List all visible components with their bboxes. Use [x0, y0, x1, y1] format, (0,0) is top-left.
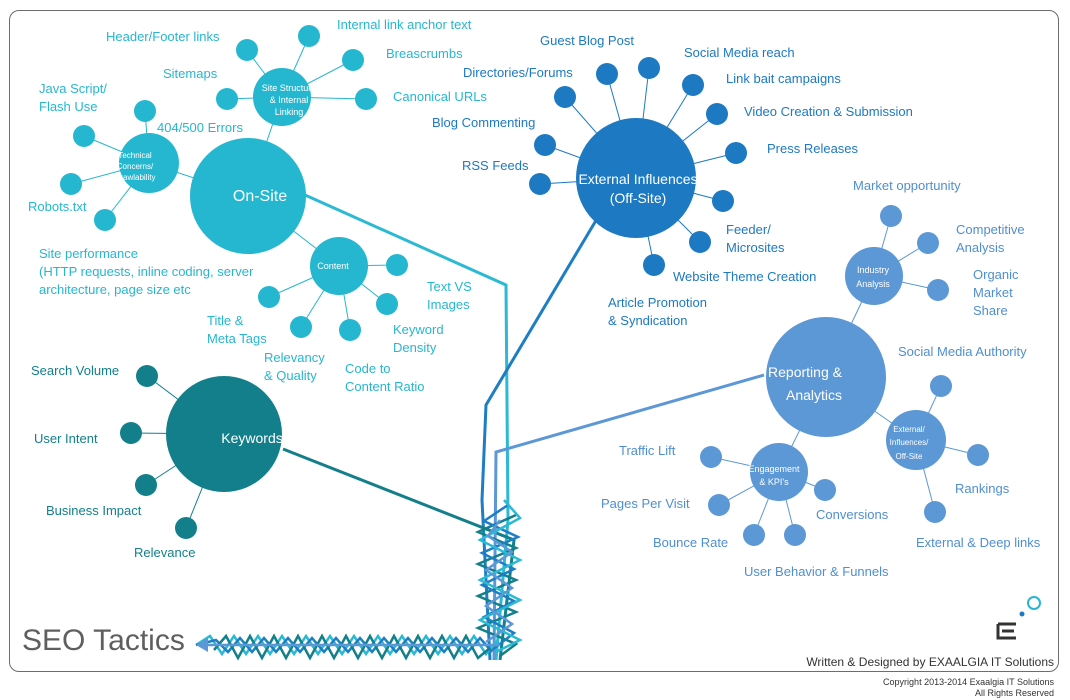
- organic-label-2: Market: [973, 285, 1013, 300]
- ext-influences-label-1: External/: [893, 425, 925, 434]
- header-footer-label: Header/Footer links: [106, 29, 220, 44]
- traffic-lift-label: Traffic Lift: [619, 443, 676, 458]
- theme-label: Website Theme Creation: [673, 269, 817, 284]
- spring-coil: [195, 633, 500, 661]
- keyword-density-label-1: Keyword: [393, 322, 444, 337]
- guest-blog-label: Guest Blog Post: [540, 33, 634, 48]
- rights-text: All Rights Reserved: [974, 688, 1054, 698]
- external-hub-label-1: External Influences: [578, 171, 697, 187]
- directories-label: Directories/Forums: [463, 65, 573, 80]
- zigzag-lines: [474, 499, 523, 657]
- sitemaps-label: Sitemaps: [163, 66, 218, 81]
- external-leaf-dots: [529, 57, 747, 276]
- onsite-hub: [190, 138, 306, 254]
- feeder-label-1: Feeder/: [726, 222, 771, 237]
- engagement-label-2: & KPI's: [759, 477, 789, 487]
- credit-text: Written & Designed by EXAALGIA IT Soluti…: [806, 655, 1054, 669]
- code-ratio-label-2: Content Ratio: [345, 379, 425, 394]
- pages-per-visit-label: Pages Per Visit: [601, 496, 690, 511]
- site-performance-label-1: Site performance: [39, 246, 138, 261]
- rss-label: RSS Feeds: [462, 158, 529, 173]
- arrow-head-icon: [196, 638, 208, 652]
- title-meta-label-1: Title &: [207, 313, 244, 328]
- javascript-label-2: Flash Use: [39, 99, 98, 114]
- reporting-hub: [766, 317, 886, 437]
- site-structure-label-2: & Internal: [270, 95, 309, 105]
- canonical-label: Canonical URLs: [393, 89, 487, 104]
- reporting-hub-label-1: Reporting &: [768, 364, 843, 380]
- conversions-label: Conversions: [816, 507, 889, 522]
- industry-label-1: Industry: [857, 265, 890, 275]
- link-bait-label: Link bait campaigns: [726, 71, 841, 86]
- code-ratio-label-1: Code to: [345, 361, 391, 376]
- feeder-label-2: Microsites: [726, 240, 785, 255]
- copyright-text: Copyright 2013-2014 Exaalgia IT Solution…: [883, 677, 1054, 687]
- keywords-hub-label: Keywords: [221, 430, 282, 446]
- external-hub: [576, 118, 696, 238]
- blog-commenting-label: Blog Commenting: [432, 115, 536, 130]
- breadcrumbs-label: Breascrumbs: [386, 46, 463, 61]
- ext-influences-node: [886, 410, 946, 470]
- diagram-title: SEO Tactics: [22, 624, 185, 657]
- ext-influences-label-3: Off-Site: [896, 452, 924, 461]
- business-impact-label: Business Impact: [46, 503, 142, 518]
- site-structure-node: [253, 68, 311, 126]
- technical-label-3: Crawlability: [115, 173, 156, 182]
- technical-node: [119, 133, 179, 193]
- organic-label-3: Share: [973, 303, 1008, 318]
- javascript-label-1: Java Script/: [39, 81, 107, 96]
- organic-label-1: Organic: [973, 267, 1019, 282]
- keyword-density-label-2: Density: [393, 340, 437, 355]
- search-volume-label: Search Volume: [31, 363, 120, 378]
- industry-node: [845, 247, 903, 305]
- ext-influences-label-2: Influences/: [890, 438, 929, 447]
- competitive-label-2: Analysis: [956, 240, 1005, 255]
- industry-label-2: Analysis: [856, 279, 890, 289]
- exaalgia-logo-icon: [996, 596, 1041, 640]
- video-label: Video Creation & Submission: [744, 104, 913, 119]
- reporting-hub-label-2: Analytics: [786, 387, 842, 403]
- article-label-1: Article Promotion: [608, 295, 707, 310]
- content-node: [310, 237, 368, 295]
- errors-label: 404/500 Errors: [157, 120, 243, 135]
- market-label: Market opportunity: [853, 178, 961, 193]
- social-authority-label: Social Media Authority: [898, 344, 1027, 359]
- site-structure-label-1: Site Structure: [262, 83, 317, 93]
- behavior-label: User Behavior & Funnels: [744, 564, 889, 579]
- onsite-leaf-dots: [60, 25, 408, 341]
- relevance-label: Relevance: [134, 545, 196, 560]
- robots-label: Robots.txt: [28, 199, 87, 214]
- diagram-frame: [9, 10, 1059, 672]
- deep-links-label: External & Deep links: [916, 535, 1041, 550]
- onsite-hub-label: On-Site: [233, 188, 287, 205]
- keywords-leaf-dots: [120, 365, 197, 539]
- site-performance-label-3: architecture, page size etc: [39, 282, 191, 297]
- relevancy-label-2: & Quality: [264, 368, 317, 383]
- reporting-leaf-dots: [700, 205, 989, 546]
- bounce-label: Bounce Rate: [653, 535, 729, 550]
- user-intent-label: User Intent: [34, 431, 98, 446]
- technical-label-2: Concerns/: [117, 162, 154, 171]
- keywords-hub: [166, 376, 282, 492]
- internal-anchor-label: Internal link anchor text: [337, 17, 472, 32]
- competitive-label-1: Competitive: [956, 222, 1025, 237]
- relevancy-label-1: Relevancy: [264, 350, 325, 365]
- external-hub-label-2: (Off-Site): [610, 190, 667, 206]
- rankings-label: Rankings: [955, 481, 1010, 496]
- article-label-2: & Syndication: [608, 313, 688, 328]
- text-vs-label-2: Images: [427, 297, 470, 312]
- text-vs-label-1: Text VS: [427, 279, 472, 294]
- site-performance-label-2: (HTTP requests, inline coding, server: [39, 264, 254, 279]
- social-reach-label: Social Media reach: [684, 45, 795, 60]
- press-label: Press Releases: [767, 141, 859, 156]
- site-structure-label-3: Linking: [275, 107, 304, 117]
- technical-label-1: Technical: [118, 151, 152, 160]
- content-label: Content: [317, 261, 349, 271]
- title-meta-label-2: Meta Tags: [207, 331, 267, 346]
- engagement-label-1: Engagement: [748, 464, 800, 474]
- engagement-node: [750, 443, 808, 501]
